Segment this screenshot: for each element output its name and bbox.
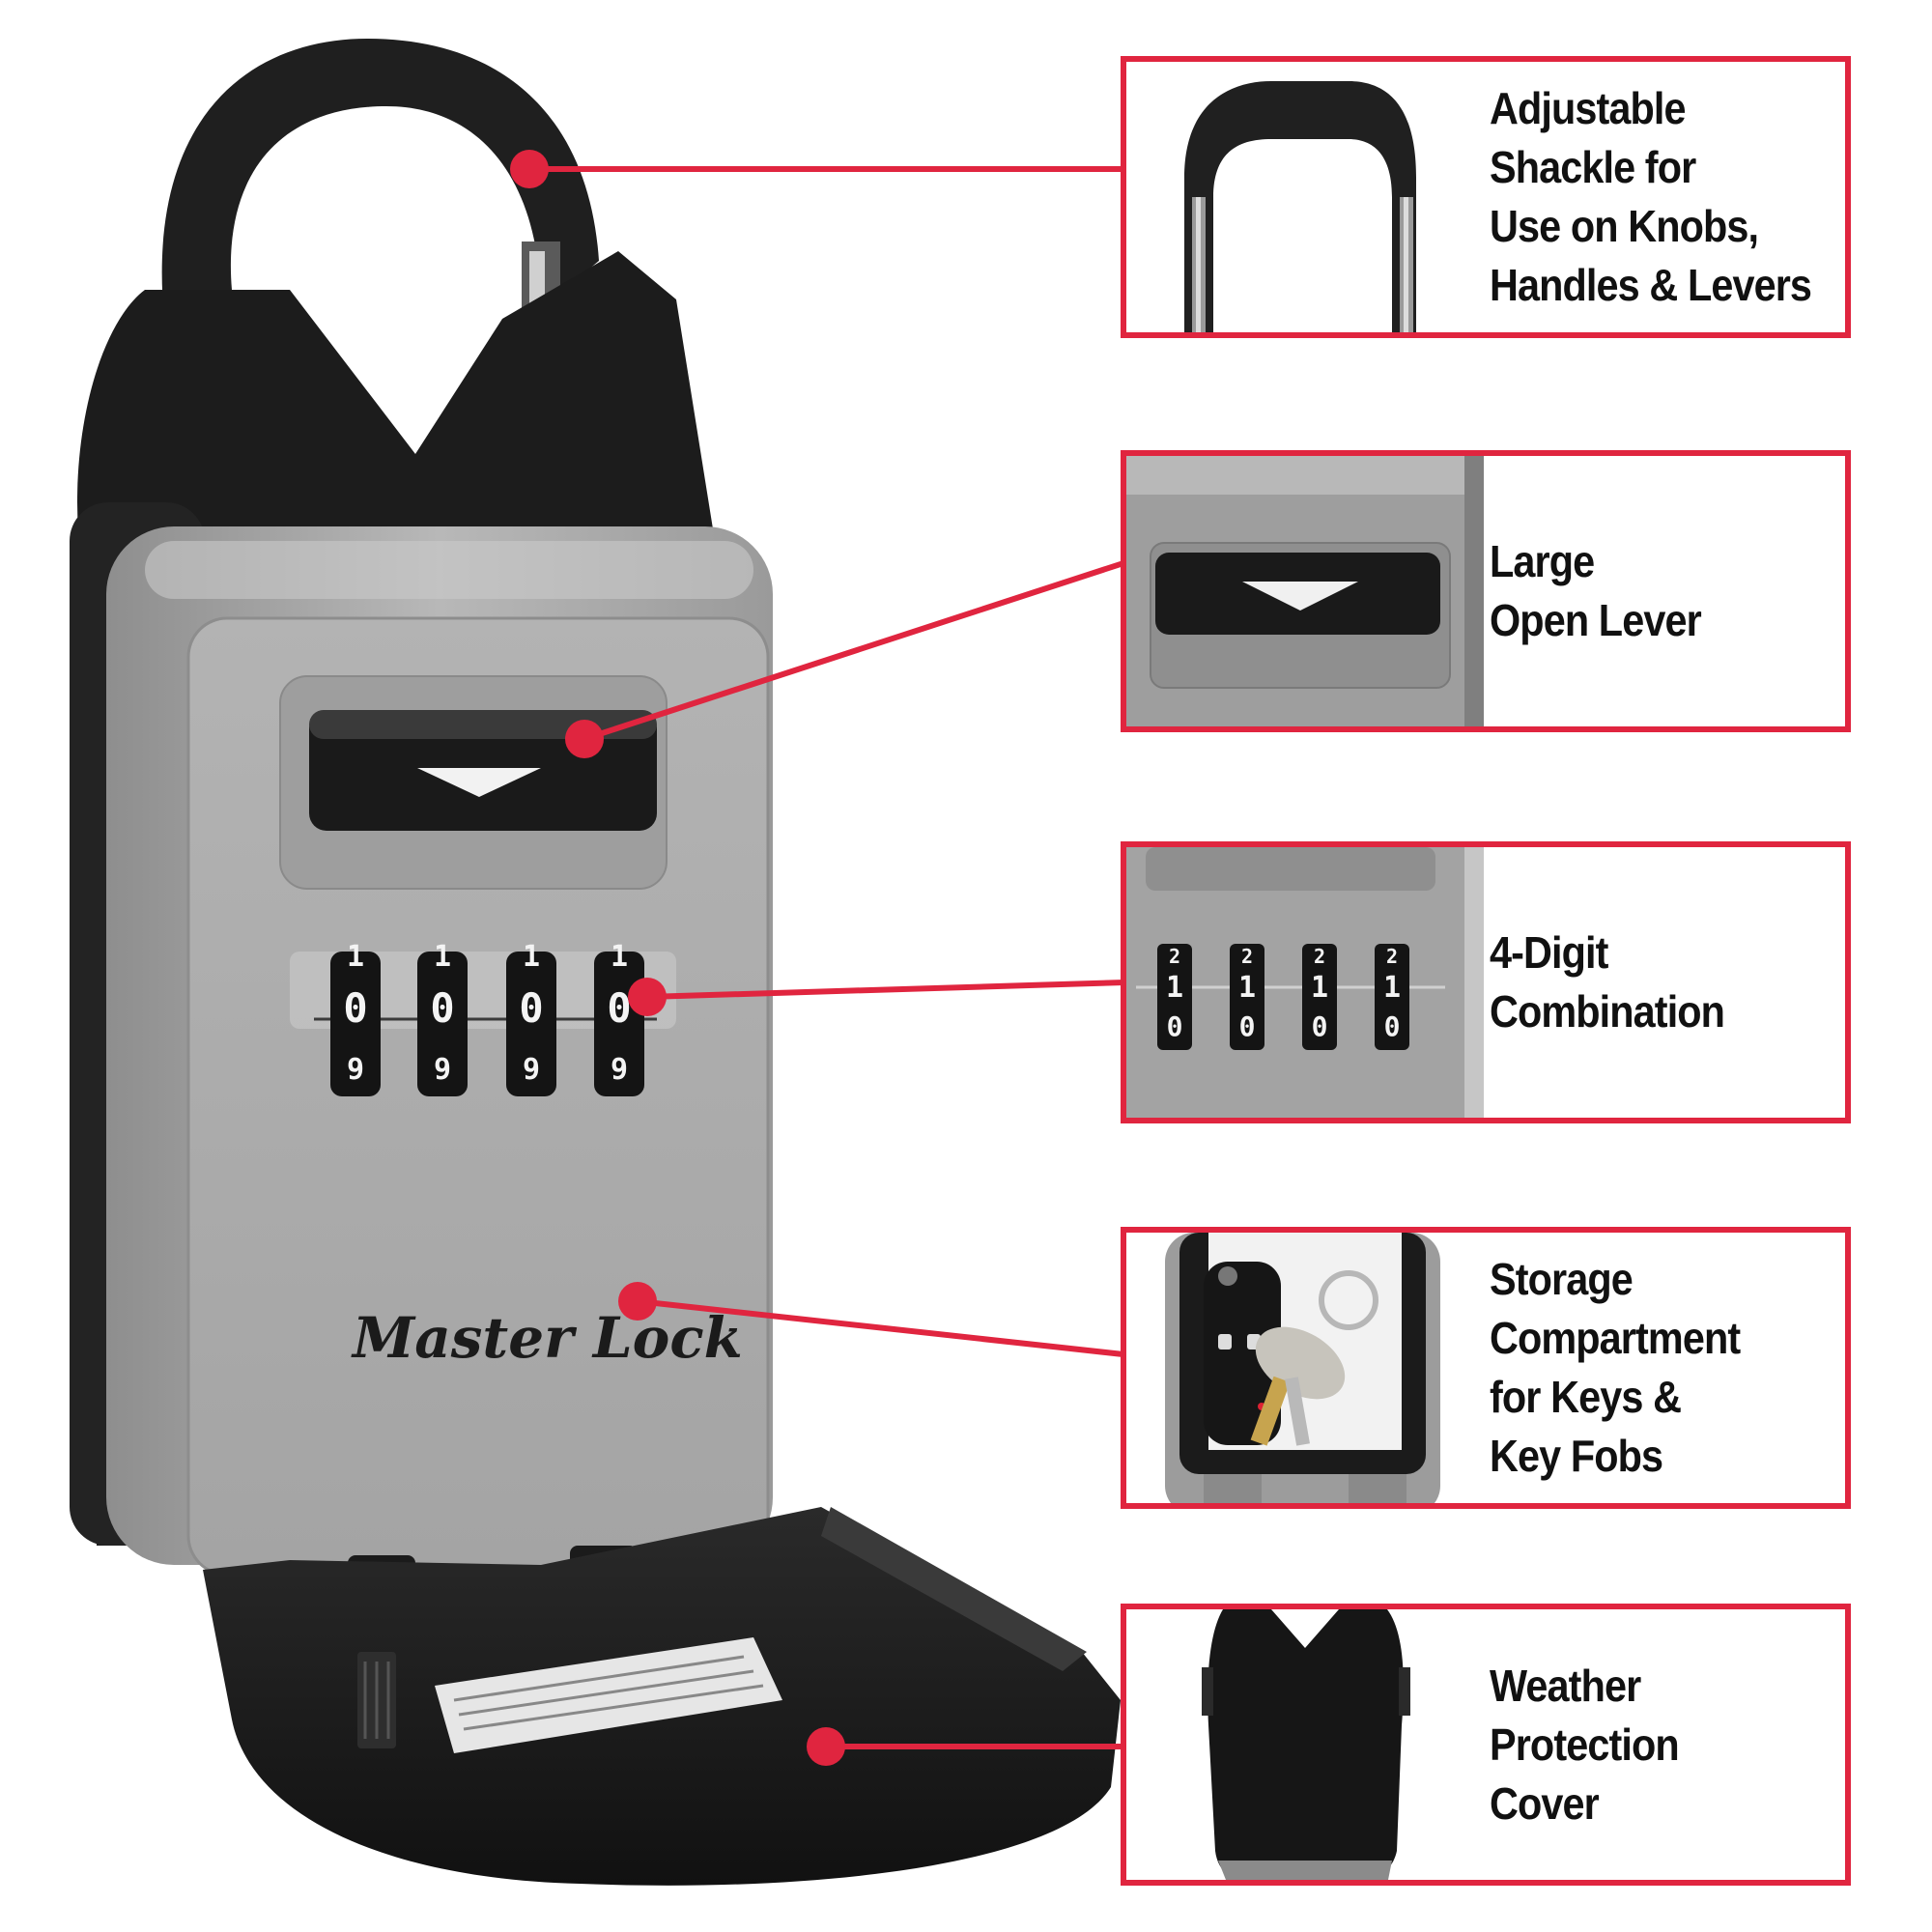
callout-line: Compartment — [1490, 1313, 1741, 1363]
dial-digit: 2 — [1169, 945, 1180, 968]
dial-digit: 0 — [1384, 1010, 1401, 1042]
combination-dials: 1 0 9 1 0 9 1 0 9 1 0 9 — [330, 940, 644, 1096]
shackle-icon — [1184, 81, 1416, 332]
callout-line: Key Fobs — [1490, 1431, 1663, 1481]
dial-wheel — [1375, 944, 1409, 1050]
lever-icon — [1126, 456, 1484, 726]
dial-digit: 1 — [1166, 971, 1183, 1005]
callout-thumb-combination: 2 1 0 2 1 0 2 1 0 2 1 0 — [1126, 847, 1484, 1118]
dial-digit: 1 — [1311, 971, 1328, 1005]
dial-digit: 2 — [1314, 945, 1325, 968]
callout-connectors — [529, 166, 1121, 1749]
shackle — [161, 39, 599, 319]
lock-illustration: 1 0 9 1 0 9 1 0 9 1 0 9 Master Lock — [70, 39, 1121, 1886]
dial-digit: 0 — [607, 984, 631, 1032]
dial-digit: 0 — [1312, 1010, 1328, 1042]
callout-dots — [510, 150, 845, 1766]
dial-digit: 0 — [519, 984, 543, 1032]
dial-digit: 9 — [611, 1053, 628, 1087]
dial-digit: 1 — [1238, 971, 1256, 1005]
callout-line: Weather — [1490, 1660, 1641, 1711]
dial-digit: 0 — [1239, 1010, 1256, 1042]
callout-line: Use on Knobs, — [1490, 201, 1759, 251]
dial-digit: 2 — [1241, 945, 1253, 968]
callout-line: Adjustable — [1490, 83, 1687, 133]
callout-combination: 2 1 0 2 1 0 2 1 0 2 1 0 4-Digit Combination — [1121, 841, 1851, 1123]
brand-logo: Master Lock — [351, 1305, 743, 1371]
callout-text-storage: Storage Compartment for Keys & Key Fobs — [1490, 1233, 1835, 1503]
dial-wheel[interactable] — [417, 952, 468, 1096]
callout-line: Open Lever — [1490, 595, 1702, 645]
callout-line: Handles & Levers — [1490, 260, 1812, 310]
callout-thumb-cover — [1126, 1609, 1484, 1880]
callout-line: for Keys & — [1490, 1372, 1682, 1422]
dial-wheel[interactable] — [506, 952, 556, 1096]
dial-digit: 1 — [347, 940, 364, 974]
callout-line: Shackle for — [1490, 142, 1696, 192]
dial-digit: 1 — [611, 940, 628, 974]
dials-icon: 2 1 0 2 1 0 2 1 0 2 1 0 — [1126, 847, 1484, 1118]
callout-thumb-shackle — [1126, 62, 1484, 332]
lever-arrow-icon — [417, 768, 541, 797]
callout-text-shackle: Adjustable Shackle for Use on Knobs, Han… — [1490, 62, 1835, 332]
dial-wheel — [1230, 944, 1264, 1050]
callout-line: Storage — [1490, 1254, 1634, 1304]
callout-lever: Large Open Lever — [1121, 450, 1851, 732]
callout-text-combination: 4-Digit Combination — [1490, 847, 1835, 1118]
callout-cover: Weather Protection Cover — [1121, 1604, 1851, 1886]
callout-line: Large — [1490, 536, 1595, 586]
dial-digit: 9 — [347, 1053, 364, 1087]
dial-digit: 0 — [1167, 1010, 1183, 1042]
callout-thumb-storage — [1126, 1233, 1484, 1503]
callout-shackle: Adjustable Shackle for Use on Knobs, Han… — [1121, 56, 1851, 338]
callout-line: Combination — [1490, 986, 1725, 1037]
dial-digit: 9 — [523, 1053, 540, 1087]
callout-line: 4-Digit — [1490, 927, 1608, 978]
dial-digit: 1 — [523, 940, 540, 974]
dial-digit: 0 — [430, 984, 454, 1032]
cover-icon — [1202, 1609, 1410, 1880]
callout-line: Protection — [1490, 1719, 1680, 1770]
dial-wheel — [1302, 944, 1337, 1050]
keys-icon — [1165, 1233, 1440, 1503]
callout-text-lever: Large Open Lever — [1490, 456, 1835, 726]
callout-storage: Storage Compartment for Keys & Key Fobs — [1121, 1227, 1851, 1509]
dial-wheel[interactable] — [330, 952, 381, 1096]
callout-text-cover: Weather Protection Cover — [1490, 1609, 1835, 1880]
dial-digit: 1 — [1383, 971, 1401, 1005]
callout-line: Cover — [1490, 1777, 1600, 1829]
dial-digit: 9 — [434, 1053, 451, 1087]
dial-digit: 1 — [434, 940, 451, 974]
dial-digit: 0 — [343, 984, 367, 1032]
dial-digit: 2 — [1386, 945, 1398, 968]
dial-wheel — [1157, 944, 1192, 1050]
callout-thumb-lever — [1126, 456, 1484, 726]
